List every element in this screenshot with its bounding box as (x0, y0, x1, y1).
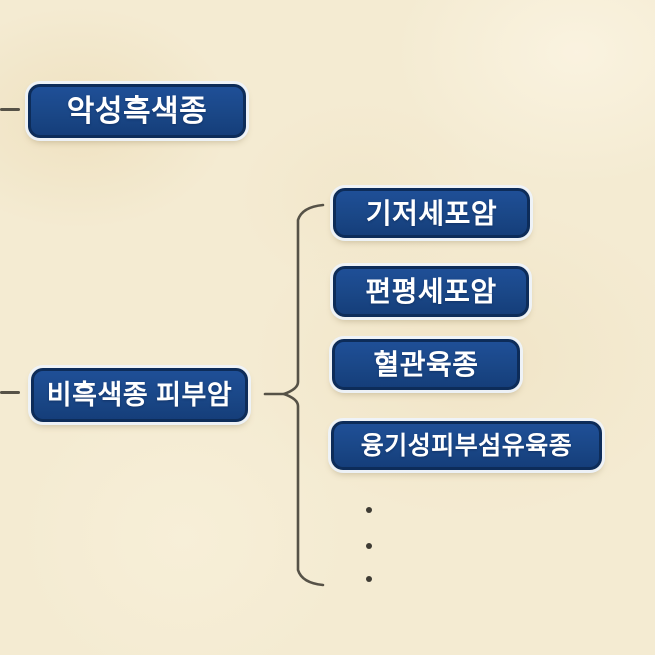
node-malignant-melanoma-label: 악성흑색종 (66, 94, 208, 128)
node-non-melanoma-skin-cancer-label: 비흑색종 피부암 (46, 380, 233, 410)
node-angiosarcoma-label: 혈관육종 (373, 349, 479, 380)
ellipsis-dot (366, 543, 372, 549)
ellipsis-dot (366, 507, 372, 513)
node-non-melanoma-skin-cancer: 비흑색종 피부암 (31, 368, 248, 422)
node-dermatofibrosarcoma-protuberans-label: 융기성피부섬유육종 (360, 431, 573, 460)
node-basal-cell-carcinoma: 기저세포암 (333, 188, 530, 238)
node-squamous-cell-carcinoma-label: 편평세포암 (365, 276, 497, 307)
node-dermatofibrosarcoma-protuberans: 융기성피부섬유육종 (331, 421, 602, 470)
ellipsis-dot (366, 576, 372, 582)
brace-curve (282, 203, 325, 587)
connector-line-melanoma (0, 108, 20, 111)
node-squamous-cell-carcinoma: 편평세포암 (333, 266, 529, 317)
node-malignant-melanoma: 악성흑색종 (28, 84, 246, 138)
brace-connector (263, 203, 325, 587)
node-angiosarcoma: 혈관육종 (332, 339, 520, 390)
connector-line-non-melanoma (0, 391, 20, 394)
node-basal-cell-carcinoma-label: 기저세포암 (365, 197, 498, 229)
